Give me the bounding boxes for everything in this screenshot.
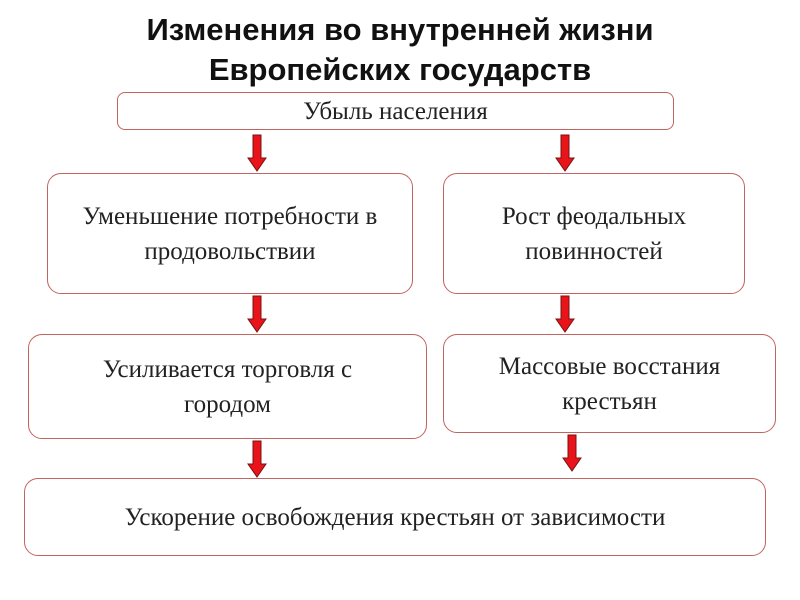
arrow-down-icon (247, 295, 267, 333)
arrow-down-icon (555, 295, 575, 333)
arrow-down-icon (247, 134, 267, 172)
title-line-1: Изменения во внутренней жизни (146, 12, 654, 47)
node-peasant-uprisings: Массовые восстания крестьян (443, 334, 776, 433)
arrow-down-icon (555, 134, 575, 172)
node-peasant-liberation: Ускорение освобождения крестьян от завис… (24, 478, 766, 556)
node-label: Ускорение освобождения крестьян от завис… (124, 503, 666, 531)
node-feudal-duties: Рост феодальных повинностей (443, 173, 745, 294)
node-food-demand: Уменьшение потребности в продовольствии (47, 173, 413, 294)
node-label: Массовые восстания крестьян (498, 352, 721, 415)
title-line-2: Европейских государств (208, 52, 592, 87)
node-label: Рост феодальных повинностей (501, 202, 687, 265)
node-population-decline: Убыль населения (117, 92, 674, 130)
node-label: Убыль населения (303, 97, 488, 125)
node-trade-with-city: Усиливается торговля с городом (28, 334, 427, 439)
arrow-down-icon (247, 440, 267, 478)
node-label: Уменьшение потребности в продовольствии (82, 202, 378, 265)
arrow-down-icon (562, 434, 582, 472)
node-label: Усиливается торговля с городом (102, 355, 353, 418)
